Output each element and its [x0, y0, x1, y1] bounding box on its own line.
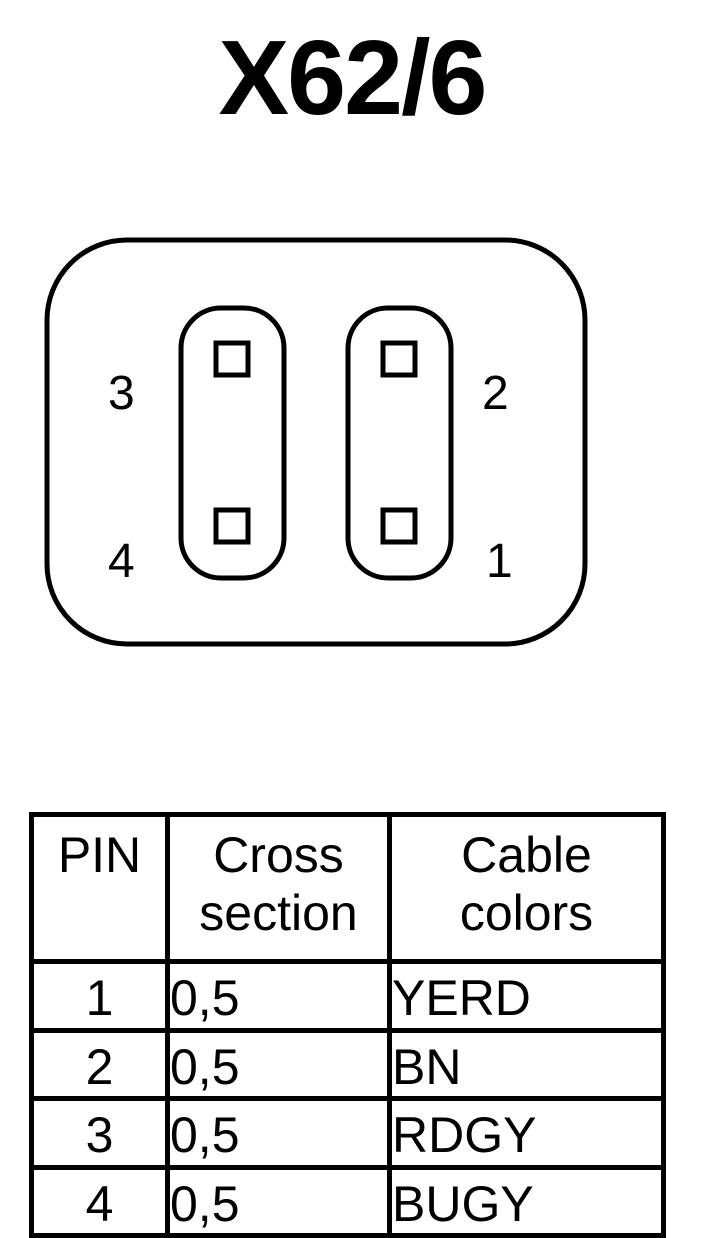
cell-cross-section: 0,5 — [165, 1027, 392, 1101]
pin-2-contact — [380, 340, 418, 378]
header-cable-colors: Cable colors — [387, 812, 666, 964]
pin-label-2: 2 — [482, 367, 509, 420]
cell-cable-color: RDGY — [387, 1096, 666, 1170]
connector-housing — [44, 237, 588, 647]
pin-label-3: 3 — [108, 367, 135, 420]
header-pin-label: PIN — [57, 827, 142, 883]
pin-assignment-table: PIN Cross section Cable colors 1 0,5 YER… — [29, 812, 666, 1238]
cell-cable-color: BN — [387, 1027, 666, 1101]
table-row: 4 0,5 BUGY — [29, 1164, 666, 1238]
cell-cross-section: 0,5 — [165, 1164, 392, 1238]
pin-label-1: 1 — [486, 535, 513, 588]
header-cross-section: Cross section — [165, 812, 392, 964]
pin-1-contact — [380, 507, 418, 545]
pin-3-contact — [213, 340, 251, 378]
header-cross-line2: section — [199, 884, 358, 941]
cell-pin: 4 — [29, 1164, 170, 1238]
cell-pin: 3 — [29, 1096, 170, 1170]
table-row: 3 0,5 RDGY — [29, 1096, 666, 1170]
pin-4-contact — [213, 507, 251, 545]
table-header-row: PIN Cross section Cable colors — [29, 812, 666, 964]
header-colors-line1: Cable — [461, 827, 592, 883]
cell-pin: 2 — [29, 1027, 170, 1101]
pin-label-4: 4 — [108, 535, 135, 588]
header-pin: PIN — [29, 812, 170, 964]
table-row: 2 0,5 BN — [29, 1027, 666, 1101]
cell-cable-color: BUGY — [387, 1164, 666, 1238]
contact-slot-right — [345, 305, 454, 581]
connector-diagram — [44, 237, 588, 647]
connector-title: X62/6 — [218, 19, 487, 137]
header-cross-line1: Cross — [213, 827, 344, 883]
cell-cross-section: 0,5 — [165, 959, 392, 1033]
cell-cable-color: YERD — [387, 959, 666, 1033]
cell-pin: 1 — [29, 959, 170, 1033]
header-colors-line2: colors — [459, 884, 594, 941]
contact-slot-left — [178, 305, 287, 581]
cell-cross-section: 0,5 — [165, 1096, 392, 1170]
table-row: 1 0,5 YERD — [29, 959, 666, 1033]
